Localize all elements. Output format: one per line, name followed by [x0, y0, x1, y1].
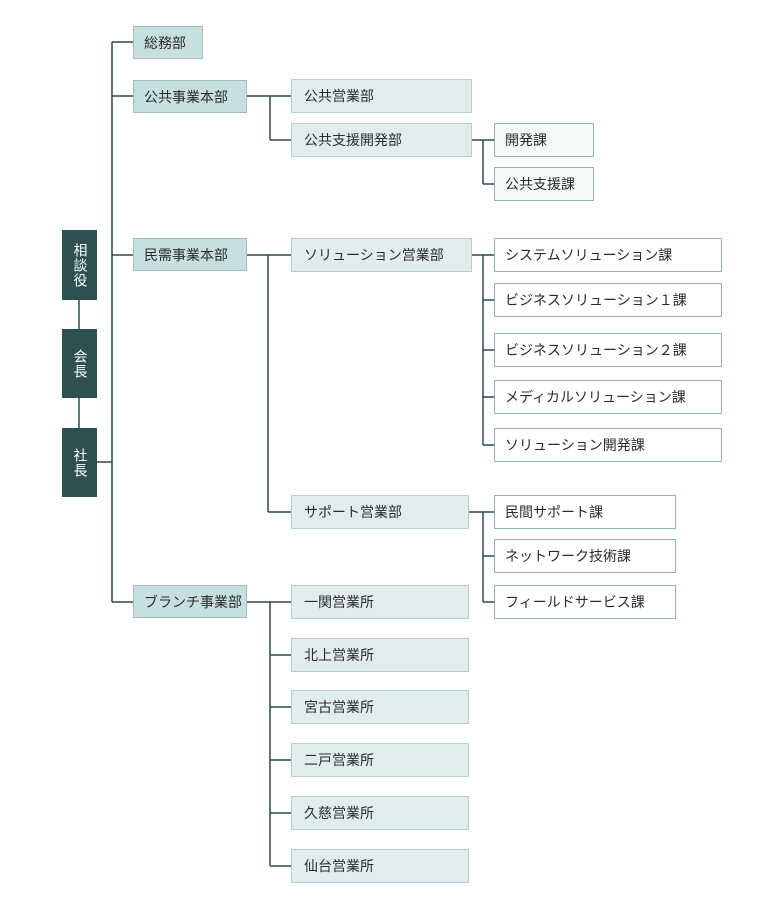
section-network-tech: ネットワーク技術課 — [494, 539, 676, 573]
support-sales-dept: サポート営業部 — [291, 495, 469, 529]
solution-sales-dept: ソリューション営業部 — [291, 238, 472, 272]
dept-general-affairs: 総務部 — [133, 26, 203, 59]
section-label: ビジネスソリューション１課 — [505, 293, 687, 309]
section-private-support: 民間サポート課 — [494, 495, 676, 529]
dept-branch-hq: ブランチ事業部 — [133, 585, 247, 618]
section-development: 開発課 — [494, 123, 594, 157]
dept-private-hq: 民需事業本部 — [133, 238, 247, 271]
president-box: 社長 — [62, 428, 97, 497]
branch-office: 久慈営業所 — [291, 796, 469, 830]
branch-label: 一関営業所 — [304, 595, 374, 611]
chairman-label: 会長 — [71, 348, 88, 379]
section-medical-solution: メディカルソリューション課 — [494, 380, 722, 414]
public-sales-dept: 公共営業部 — [291, 79, 472, 113]
section-public-support: 公共支援課 — [494, 167, 594, 201]
dept-label: 公共事業本部 — [144, 89, 228, 106]
branch-office: 二戸営業所 — [291, 743, 469, 777]
branch-label: 二戸営業所 — [304, 753, 374, 769]
section-solution-development: ソリューション開発課 — [494, 428, 722, 462]
dept-label: ソリューション営業部 — [304, 248, 444, 264]
public-support-dev-dept: 公共支援開発部 — [291, 123, 472, 157]
section-system-solution: システムソリューション課 — [494, 238, 722, 272]
branch-label: 北上営業所 — [304, 648, 374, 664]
section-business-solution-2: ビジネスソリューション２課 — [494, 333, 722, 367]
chairman-box: 会長 — [62, 329, 97, 398]
dept-label: 民需事業本部 — [144, 247, 228, 264]
section-label: フィールドサービス課 — [505, 595, 645, 611]
branch-label: 久慈営業所 — [304, 806, 374, 822]
section-field-service: フィールドサービス課 — [494, 585, 676, 619]
dept-label: 公共営業部 — [304, 89, 374, 105]
section-label: ソリューション開発課 — [505, 438, 645, 454]
section-label: 民間サポート課 — [505, 505, 603, 521]
dept-label: 公共支援開発部 — [304, 133, 402, 149]
advisor-box: 相談役 — [62, 230, 97, 300]
branch-label: 宮古営業所 — [304, 700, 374, 716]
section-label: メディカルソリューション課 — [505, 390, 686, 406]
section-label: 公共支援課 — [505, 177, 575, 193]
dept-label: サポート営業部 — [304, 505, 402, 521]
branch-label: 仙台営業所 — [304, 859, 374, 875]
branch-office: 一関営業所 — [291, 585, 469, 619]
branch-office: 宮古営業所 — [291, 690, 469, 724]
section-label: 開発課 — [505, 133, 547, 149]
section-business-solution-1: ビジネスソリューション１課 — [494, 283, 722, 317]
dept-label: ブランチ事業部 — [144, 594, 242, 611]
president-label: 社長 — [71, 447, 88, 478]
branch-office: 仙台営業所 — [291, 849, 469, 883]
section-label: ビジネスソリューション２課 — [505, 343, 687, 359]
advisor-label: 相談役 — [71, 242, 88, 288]
dept-public-hq: 公共事業本部 — [133, 80, 247, 113]
section-label: システムソリューション課 — [505, 248, 673, 264]
branch-office: 北上営業所 — [291, 638, 469, 672]
section-label: ネットワーク技術課 — [505, 549, 631, 565]
dept-label: 総務部 — [144, 35, 186, 52]
